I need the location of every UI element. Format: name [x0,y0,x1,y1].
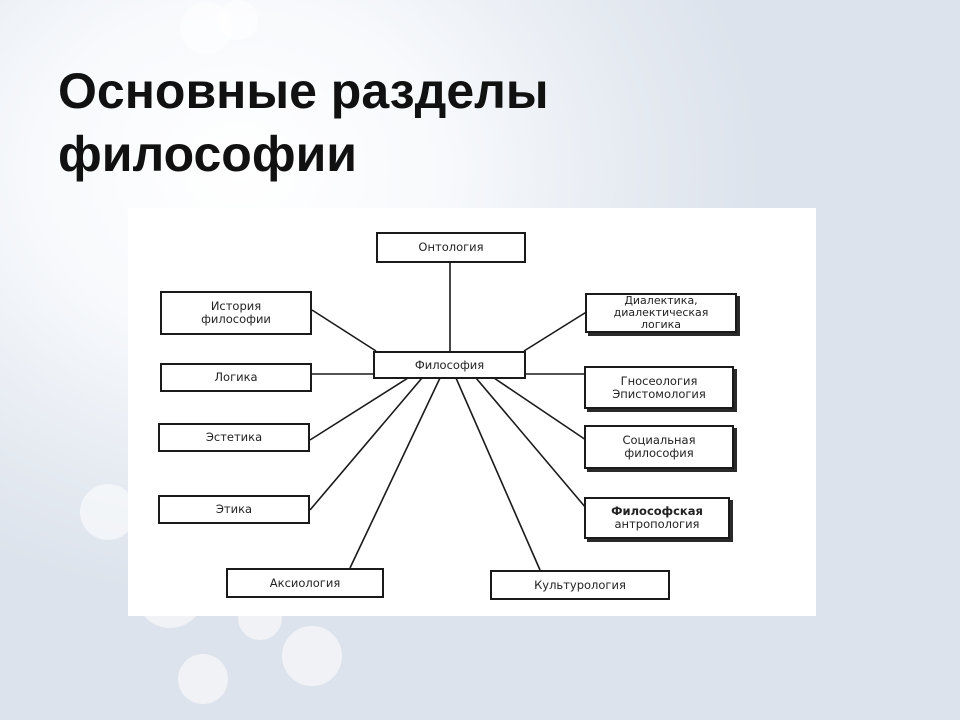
line-social [493,377,587,441]
node-aesthetics: Эстетика [158,423,310,452]
node-philosophy-center: Философия [373,351,526,379]
line-history [311,309,377,352]
node-social-philosophy: Социальная философия [584,425,734,469]
slide-title-line-2: философии [58,126,358,182]
node-axiology: Аксиология [226,568,384,598]
connector-lines [309,263,589,571]
line-aesthetics [309,377,409,441]
background-bubble [80,484,136,540]
node-ethics: Этика [158,495,310,524]
background-bubble [282,626,342,686]
node-logic: Логика [160,363,312,392]
line-dialectics [523,310,589,352]
node-dialectics: Диалектика, диалектическая логика [585,293,737,333]
background-bubble [178,654,228,704]
line-axiology [349,377,441,569]
line-ethics [309,377,423,511]
line-anthropology [475,377,587,509]
background-bubble [218,0,258,40]
philosophy-diagram: Онтология История философии Диалектика, … [128,208,816,616]
node-culturology: Культурология [490,570,670,600]
line-culturology [455,377,541,571]
slide-title-line-1: Основные разделы [58,63,549,119]
slide-title: Основные разделы философии [58,60,549,186]
node-history-of-philosophy: История философии [160,291,312,335]
node-ontology: Онтология [376,232,526,263]
node-philosophical-anthropology: Философская антропология [584,497,730,539]
node-gnoseology: Гносеология Эпистомология [584,366,734,409]
